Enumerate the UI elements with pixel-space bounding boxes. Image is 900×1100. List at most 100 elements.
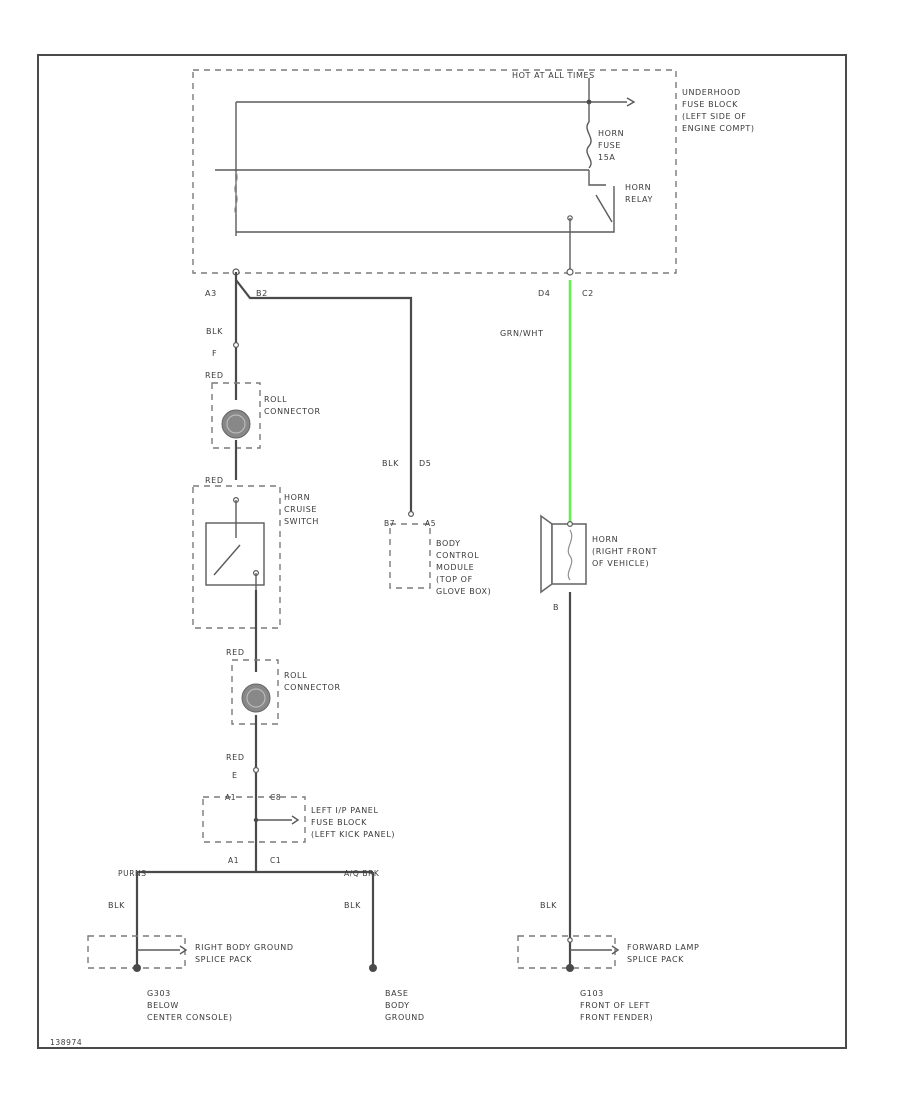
- base-ground-icon: [369, 964, 377, 972]
- horn-fuse-label-line-1: HORN: [598, 129, 624, 138]
- roll-connector-2-icon: [241, 683, 271, 713]
- diagram-code: 138974: [50, 1038, 82, 1047]
- ip-fuse-block-outline: [202, 796, 306, 843]
- bcm-label-line-4: (TOP OF: [436, 575, 473, 584]
- roll-connector-1-coil-icon: [226, 414, 246, 434]
- forward-lamp-splice-label-line-1: FORWARD LAMP: [627, 943, 699, 952]
- pin-b2-label: B2: [256, 289, 268, 298]
- fuse-block-name-line-4: ENGINE COMPT): [682, 124, 755, 133]
- ip-fuse-pin-c8: C8: [270, 793, 281, 802]
- fuse-block-name-line-3: (LEFT SIDE OF: [682, 112, 746, 121]
- horn: HORN (RIGHT FRONT OF VEHICLE): [540, 514, 657, 594]
- base-ground-label-line-1: BASE: [385, 989, 409, 998]
- roll-connector-2: ROLL CONNECTOR: [231, 659, 341, 725]
- pin-e-node: [253, 766, 260, 773]
- ip-fuse-pin-a1: A1: [225, 793, 236, 802]
- ip-lower-pin-c1: C1: [270, 856, 281, 865]
- g303-ground-icon: [133, 964, 141, 972]
- fuse-block-name: UNDERHOOD FUSE BLOCK (LEFT SIDE OF ENGIN…: [682, 88, 755, 133]
- roll-connector-2-label-line-2: CONNECTOR: [284, 683, 341, 692]
- blk-bcm-wire-label: BLK: [382, 459, 399, 468]
- blk-wire-label-g103: BLK: [540, 901, 557, 910]
- ip-fuse-label-line-1: LEFT I/P PANEL: [311, 806, 379, 815]
- g103-label: G103 FRONT OF LEFT FRONT FENDER): [580, 989, 653, 1022]
- forward-lamp-splice-pack: FORWARD LAMP SPLICE PACK: [517, 935, 699, 969]
- horn-fuse-label-line-3: 15A: [598, 153, 615, 162]
- roll-connector-1-label-line-1: ROLL: [264, 395, 287, 404]
- horn-switch-label-line-3: SWITCH: [284, 517, 319, 526]
- forward-lamp-splice-arrow-icon: [611, 945, 620, 955]
- fuse-block-name-line-1: UNDERHOOD: [682, 88, 741, 97]
- g103-label-line-2: FRONT OF LEFT: [580, 1001, 650, 1010]
- horn-label-line-2: (RIGHT FRONT: [592, 547, 657, 556]
- red-wire-label-2: RED: [205, 476, 224, 485]
- horn-switch-body: [205, 522, 265, 586]
- underhood-fuse-block: HOT AT ALL TIMES UNDERHOOD FUSE BLOCK (L…: [192, 69, 755, 274]
- pin-c2-label: C2: [582, 289, 594, 298]
- horn-bell-icon: [540, 514, 553, 594]
- ip-fuse-label-line-3: (LEFT KICK PANEL): [311, 830, 395, 839]
- horn-coil-icon: [567, 529, 573, 581]
- horn-fuse-label: HORN FUSE 15A: [598, 129, 624, 162]
- pin-e-label: E: [232, 771, 238, 780]
- ip-lower-pin-a1: A1: [228, 856, 239, 865]
- blk-bcm-pin-label: D5: [419, 459, 431, 468]
- g303-label-line-3: CENTER CONSOLE): [147, 1013, 233, 1022]
- roll-connector-1-icon: [221, 409, 251, 439]
- horn-relay-label: HORN RELAY: [625, 183, 652, 204]
- bcm-label-line-2: CONTROL: [436, 551, 479, 560]
- blk-wire-to-bcm: [235, 279, 413, 512]
- relay-coil-feed: [588, 170, 606, 186]
- bus-arrow-icon: [626, 97, 636, 107]
- bcm-input-pin: [408, 511, 415, 518]
- diagram-border: [37, 54, 847, 1049]
- bcm-label-line-5: GLOVE BOX): [436, 587, 491, 596]
- grn-wht-wire-label: GRN/WHT: [500, 329, 543, 338]
- pin-d4-node: [566, 268, 574, 276]
- roll-connector-2-coil-icon: [246, 688, 266, 708]
- relay-coil-icon: [234, 171, 238, 215]
- base-ground-label-line-3: GROUND: [385, 1013, 425, 1022]
- red-wire-label-1: RED: [205, 371, 224, 380]
- horn-pin-b-label: B: [553, 603, 559, 612]
- bcm-outline: [389, 523, 431, 589]
- ground-bus-right-label: A/Q BRK: [344, 869, 380, 878]
- base-ground-label-line-2: BODY: [385, 1001, 410, 1010]
- red-wire-label-3: RED: [226, 648, 245, 657]
- hot-at-all-times-label: HOT AT ALL TIMES: [512, 71, 595, 80]
- red-wire-label-4: RED: [226, 753, 245, 762]
- horn-label-line-1: HORN: [592, 535, 618, 544]
- horn-input-pin: [566, 520, 573, 527]
- forward-lamp-splice-label-line-2: SPLICE PACK: [627, 955, 684, 964]
- bcm-label-line-3: MODULE: [436, 563, 474, 572]
- g103-label-line-1: G103: [580, 989, 604, 998]
- ip-fuse-arrow-icon: [291, 815, 300, 825]
- g303-label-line-1: G303: [147, 989, 171, 998]
- right-body-splice-label-line-1: RIGHT BODY GROUND: [195, 943, 294, 952]
- relay-switch-icon: [595, 194, 613, 223]
- relay-return-wire: [236, 186, 615, 233]
- bcm-label-line-1: BODY: [436, 539, 461, 548]
- ground-bus-left-label: PURNS: [118, 869, 147, 878]
- g303-label: G303 BELOW CENTER CONSOLE): [147, 989, 233, 1022]
- horn-switch-label-line-1: HORN: [284, 493, 310, 502]
- horn-label-line-3: OF VEHICLE): [592, 559, 649, 568]
- pin-f-node: [233, 342, 240, 349]
- horn-fuse-label-line-2: FUSE: [598, 141, 621, 150]
- horn-switch-contact-icon: [213, 544, 241, 576]
- left-ip-fuse-block: A1 C8 LEFT I/P PANEL FUSE BLOCK (LEFT KI…: [202, 793, 395, 865]
- ip-fuse-junction-dot: [253, 817, 259, 823]
- forward-lamp-splice-outline: [517, 935, 616, 969]
- bcm-pin-b7: B7: [384, 519, 395, 528]
- horn-switch-outline: [192, 485, 281, 629]
- pin-a3-label: A3: [205, 289, 217, 298]
- horn-fuse-icon: [586, 121, 592, 169]
- right-body-ground-splice-pack: RIGHT BODY GROUND SPLICE PACK: [87, 935, 294, 969]
- blk-wire-label-g303: BLK: [108, 901, 125, 910]
- ip-fuse-label-line-2: FUSE BLOCK: [311, 818, 367, 827]
- blk-wire-label-1: BLK: [206, 327, 223, 336]
- g303-label-line-2: BELOW: [147, 1001, 179, 1010]
- roll-connector-1: ROLL CONNECTOR: [211, 382, 320, 449]
- g103-label-line-3: FRONT FENDER): [580, 1013, 653, 1022]
